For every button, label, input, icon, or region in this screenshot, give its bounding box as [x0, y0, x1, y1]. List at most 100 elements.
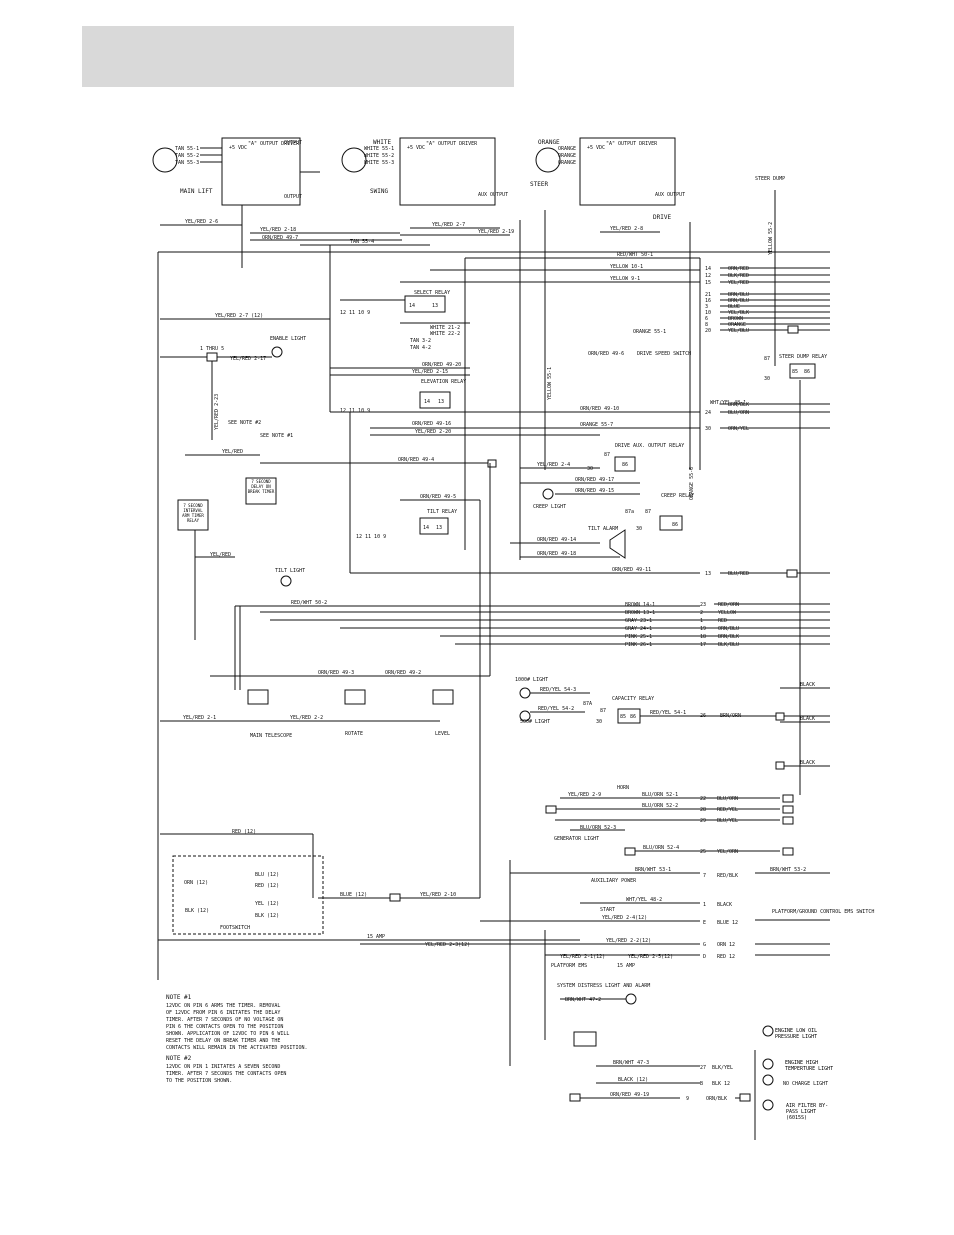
- wire-label: YELLOW 10-1: [610, 264, 643, 270]
- wire-label: ORN/RED 49-5: [420, 494, 456, 500]
- svg-text:87: 87: [604, 452, 610, 458]
- svg-text:BLU/ORN: BLU/ORN: [717, 796, 738, 802]
- svg-text:BLK/RED: BLK/RED: [728, 273, 749, 279]
- wire-label: WHT/YEL 48-1: [710, 400, 746, 406]
- svg-text:14: 14: [423, 525, 429, 531]
- svg-text:14: 14: [705, 266, 711, 272]
- svg-text:LEVEL: LEVEL: [435, 731, 450, 737]
- svg-text:CONTACTS WILL REMAIN IN THE AC: CONTACTS WILL REMAIN IN THE ACTIVATED PO…: [166, 1045, 307, 1051]
- svg-text:BROWN 13-1: BROWN 13-1: [625, 610, 655, 616]
- joystick-icon: [535, 147, 561, 173]
- svg-text:B: B: [700, 1081, 703, 1087]
- switch-main-telescope: MAIN TELESCOPE: [247, 689, 292, 739]
- svg-text:YELLOW: YELLOW: [718, 610, 737, 616]
- svg-text:G: G: [703, 942, 706, 948]
- svg-text:12: 12: [705, 273, 711, 279]
- svg-text:10: 10: [705, 310, 711, 316]
- svg-text:BLK (12): BLK (12): [255, 913, 279, 919]
- controller-label: SWING: [370, 188, 388, 195]
- wire-label: WHITE 21-2: [430, 325, 460, 331]
- wire-label: YEL/RED 2-19: [478, 229, 514, 235]
- wire-label: YELLOW 55-1: [547, 367, 553, 400]
- harness-row: G ORN 12: [703, 942, 735, 948]
- engine-oil-light: ENGINE LOW OIL PRESSURE LIGHT: [762, 1025, 817, 1040]
- harness-row: 22 BLU/ORN: [700, 796, 738, 802]
- wire-label: YEL/RED 2-15: [412, 369, 448, 375]
- svg-text:ORN/YEL: ORN/YEL: [728, 426, 749, 432]
- controller-box: [221, 137, 301, 206]
- svg-text:BRN/ORN: BRN/ORN: [720, 713, 741, 719]
- wire-label: ORN/RED 49-19: [610, 1092, 649, 1098]
- svg-text:TIMER. AFTER 7 SECONDS OF NO V: TIMER. AFTER 7 SECONDS OF NO VOLTAGE ON: [166, 1017, 283, 1023]
- wire-label: BLU/ORN 52-2: [642, 803, 678, 809]
- svg-text:DRIVE AUX. OUTPUT RELAY: DRIVE AUX. OUTPUT RELAY: [615, 443, 684, 449]
- switch-label: DRIVE SPEED SWITCH: [637, 351, 691, 357]
- wire-label: ORANGE 55-4: [558, 146, 591, 152]
- svg-text:RED 12: RED 12: [717, 954, 735, 960]
- harness-row: 27 BLK/YEL: [700, 1065, 733, 1071]
- wire-label: YEL/RED 2-2: [290, 715, 323, 721]
- svg-text:28: 28: [700, 807, 706, 813]
- svg-text:25: 25: [700, 849, 706, 855]
- wire-label: RED/YEL 54-3: [540, 687, 576, 693]
- svg-text:NOTE #1: NOTE #1: [166, 994, 192, 1001]
- wire-label: TAN 55-3: [175, 160, 199, 166]
- wire-label: ORANGE 56-2: [558, 160, 591, 166]
- svg-text:30: 30: [587, 466, 593, 472]
- start-switch: START: [600, 907, 615, 913]
- svg-text:SHOWN. APPLICATION OF 12VDC TO: SHOWN. APPLICATION OF 12VDC TO PIN 6 WIL…: [166, 1031, 289, 1037]
- svg-text:BLK 12: BLK 12: [712, 1081, 730, 1087]
- svg-text:14: 14: [409, 303, 415, 309]
- wire-label: ORN/RED 49-7: [262, 235, 298, 241]
- wire-label: ORN/RED 49-20: [422, 362, 461, 368]
- wire-label: RED/WHT 50-2: [291, 600, 327, 606]
- svg-text:9: 9: [686, 1096, 689, 1102]
- svg-text:BLU/ORN: BLU/ORN: [728, 410, 749, 416]
- svg-text:YEL/ORN: YEL/ORN: [717, 849, 738, 855]
- svg-text:MAIN TELESCOPE: MAIN TELESCOPE: [250, 733, 292, 739]
- wire-label: TAN 3-2: [410, 338, 431, 344]
- svg-text:GRAY 24-1: GRAY 24-1: [625, 626, 652, 632]
- svg-text:500# LIGHT: 500# LIGHT: [520, 719, 550, 725]
- note-1: NOTE #1 12VDC ON PIN 6 ARMS THE TIMER. R…: [166, 994, 307, 1051]
- svg-text:RED/ORN: RED/ORN: [718, 602, 739, 608]
- steer-dump-label: STEER DUMP: [755, 176, 785, 182]
- steer-label: STEER: [530, 181, 548, 188]
- svg-text:ORN/RED: ORN/RED: [728, 266, 749, 272]
- harness-row: 16 BRN/BLU: [705, 298, 830, 304]
- svg-text:ORN 12: ORN 12: [717, 942, 735, 948]
- svg-text:14: 14: [424, 399, 430, 405]
- driver-label: "A" OUTPUT DRIVER: [606, 141, 658, 147]
- harness-row: B BLK 12: [700, 1081, 730, 1087]
- wire-label: WHITE 22-2: [430, 331, 460, 337]
- note-ref: SEE NOTE #1: [260, 433, 293, 439]
- wire-label: ORANGE 55-1: [633, 329, 666, 335]
- harness-mid: 24 BLU/ORN 30 ORN/YEL 13 BLU/RED: [705, 410, 830, 577]
- svg-text:87A: 87A: [583, 701, 592, 707]
- wire-label: YEL/RED 2-10: [420, 892, 456, 898]
- steer-dump-relay: STEER DUMP RELAY 87 30 85 86: [764, 354, 827, 382]
- wire-label: ORN/RED 49-14: [537, 537, 576, 543]
- svg-text:29: 29: [700, 818, 706, 824]
- svg-text:BRN/BLU: BRN/BLU: [728, 292, 749, 298]
- drive-aux-output-relay: DRIVE AUX. OUTPUT RELAY 87 30 86: [587, 443, 684, 472]
- wire-label: YELLOW 9-1: [610, 276, 640, 282]
- fuse-label: 15 AMP: [617, 963, 635, 969]
- wire-label: ORN/RED 49-18: [537, 551, 576, 557]
- timer-interval-arm: 7 SECOND INTERVAL ARM TIMER RELAY: [177, 499, 209, 531]
- light-icon: [762, 1058, 774, 1070]
- wire-label: ORN/RED 49-3: [318, 670, 354, 676]
- svg-text:CREEP LIGHT: CREEP LIGHT: [533, 504, 566, 510]
- svg-text:BRN/WHT 53-2: BRN/WHT 53-2: [770, 867, 806, 873]
- harness-row: 1 BLACK: [703, 902, 732, 908]
- svg-text:BLACK: BLACK: [800, 760, 815, 766]
- controller-box: [399, 137, 496, 206]
- svg-text:SELECT RELAY: SELECT RELAY: [414, 290, 450, 296]
- wire-label: TAN 55-2: [175, 153, 199, 159]
- harness-row: 14 ORN/RED: [705, 266, 830, 272]
- svg-text:FOOTSWITCH: FOOTSWITCH: [220, 925, 250, 931]
- svg-text:13: 13: [436, 525, 442, 531]
- svg-text:22: 22: [700, 796, 706, 802]
- harness-low: BROWN 14-1 23 RED/ORN BROWN 13-1 2 YELLO…: [260, 602, 830, 648]
- wire-label: BLU/ORN 52-1: [642, 792, 678, 798]
